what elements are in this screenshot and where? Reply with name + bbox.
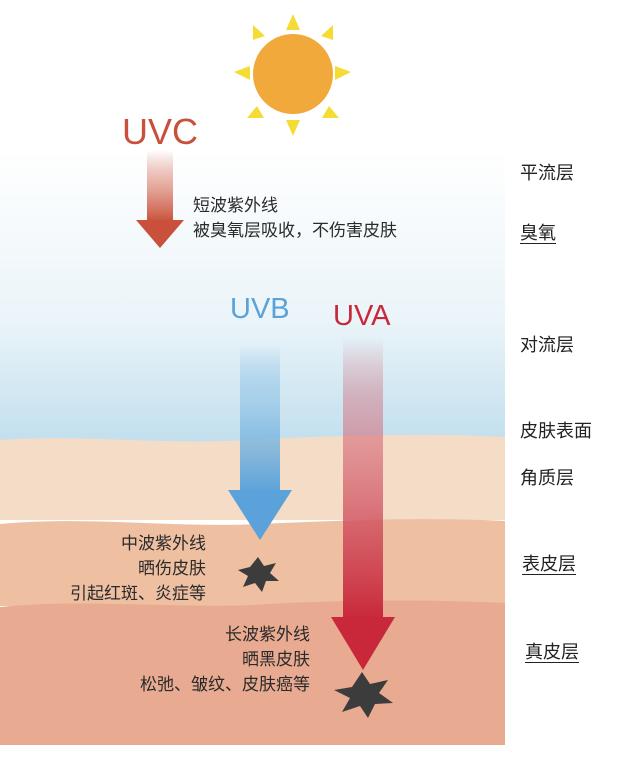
layer-label-ozone: 臭氧 — [520, 223, 556, 244]
uvb-label: UVB — [230, 293, 290, 325]
uvc-note-line: 短波紫外线 — [193, 196, 278, 216]
uva-note-line: 松弛、皱纹、皮肤癌等 — [140, 675, 310, 695]
uvb-note-line: 中波紫外线 — [121, 534, 206, 554]
uva-note-line: 晒黑皮肤 — [242, 650, 310, 670]
uva-damage-burst-icon — [334, 672, 393, 718]
uvc-note: 短波紫外线 被臭氧层吸收，不伤害皮肤 — [193, 194, 397, 244]
uvc-note-line: 被臭氧层吸收，不伤害皮肤 — [193, 221, 397, 241]
sun-icon — [234, 14, 351, 136]
uva-note: 长波紫外线 晒黑皮肤 松弛、皱纹、皮肤癌等 — [140, 623, 310, 698]
uva-label: UVA — [333, 300, 391, 332]
uvc-arrow — [136, 150, 184, 248]
layer-label-stratosphere: 平流层 — [520, 163, 574, 184]
uva-arrow — [331, 338, 395, 670]
layer-label-epidermis: 表皮层 — [522, 554, 576, 575]
uvb-note-line: 晒伤皮肤 — [138, 559, 206, 579]
layer-label-skin-surface: 皮肤表面 — [520, 421, 592, 442]
layer-label-stratum-corneum: 角质层 — [520, 468, 574, 489]
uvc-label: UVC — [122, 111, 199, 152]
layer-label-troposphere: 对流层 — [520, 335, 574, 356]
uvb-damage-burst-icon — [238, 557, 279, 592]
uvb-arrow — [228, 345, 292, 540]
layer-label-dermis: 真皮层 — [525, 642, 579, 663]
uvb-note: 中波紫外线 晒伤皮肤 引起红斑、炎症等 — [70, 532, 206, 607]
uva-note-line: 长波紫外线 — [225, 625, 310, 645]
uvb-note-line: 引起红斑、炎症等 — [70, 584, 206, 604]
